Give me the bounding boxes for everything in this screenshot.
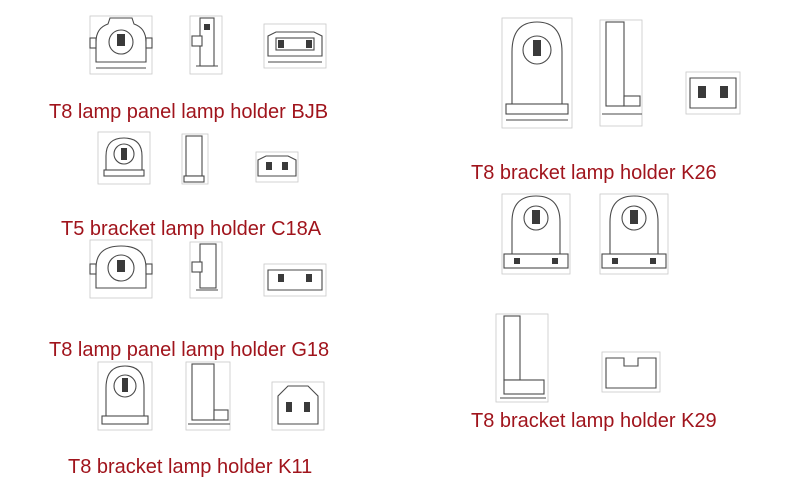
- k11-side-view: [185, 361, 231, 431]
- k11-front-view: [97, 361, 153, 431]
- k29-front-view-right: [599, 193, 669, 275]
- c18a-front-view: [97, 131, 151, 185]
- k26-front-view: [501, 17, 573, 129]
- g18-top-view: [263, 263, 327, 297]
- bjb-front-view: [89, 15, 153, 75]
- k29-side-view: [495, 313, 549, 403]
- label-k26: T8 bracket lamp holder K26: [471, 162, 717, 184]
- label-k11: T8 bracket lamp holder K11: [68, 456, 313, 478]
- k26-top-view: [685, 71, 741, 115]
- k11-top-view: [271, 381, 325, 431]
- bjb-top-view: [263, 23, 327, 69]
- g18-side-view: [189, 241, 223, 299]
- k26-side-view: [599, 19, 643, 127]
- c18a-top-view: [255, 151, 299, 183]
- label-bjb: T8 lamp panel lamp holder BJB: [49, 101, 329, 123]
- g18-front-view: [89, 239, 153, 299]
- k29-front-view-left: [501, 193, 571, 275]
- c18a-side-view: [181, 133, 209, 185]
- label-k29: T8 bracket lamp holder K29: [471, 410, 717, 432]
- bjb-side-view: [189, 15, 223, 75]
- k29-top-view: [601, 351, 661, 393]
- label-g18: T8 lamp panel lamp holder G18: [49, 339, 330, 361]
- label-c18a: T5 bracket lamp holder C18A: [61, 218, 322, 240]
